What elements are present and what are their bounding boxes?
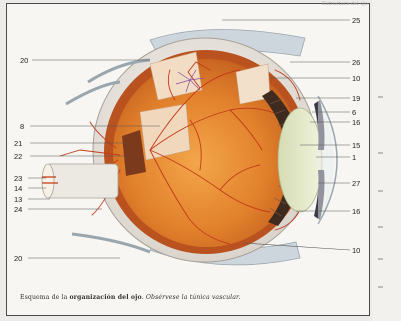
label-8: 8 — [20, 122, 24, 131]
caption-note: Obsérvese la túnica vascular. — [146, 294, 241, 301]
label-14: 14 — [14, 184, 22, 193]
lens — [278, 108, 322, 212]
label-26: 26 — [352, 58, 360, 67]
label-10-bottom: 10 — [352, 246, 360, 255]
label-16-top: 16 — [352, 118, 360, 127]
optic-nerve-cut-end — [42, 164, 54, 198]
label-10-top: 10 — [352, 74, 360, 83]
cutaway-flap — [140, 104, 190, 160]
label-23: 23 — [14, 174, 22, 183]
label-19: 19 — [352, 94, 360, 103]
optic-nerve — [46, 164, 118, 198]
label-22: 22 — [14, 152, 22, 161]
figure-caption: Esquema de la organización del ojo. Obsé… — [20, 294, 240, 301]
label-15: 15 — [352, 141, 360, 150]
label-6: 6 — [352, 108, 356, 117]
label-20-bottom: 20 — [14, 254, 22, 263]
label-24: 24 — [14, 205, 22, 214]
label-25: 25 — [352, 16, 360, 25]
label-1: 1 — [352, 153, 356, 162]
label-27: 27 — [352, 179, 360, 188]
label-16-bottom: 16 — [352, 207, 360, 216]
caption-bold-term: organización del ojo — [69, 294, 141, 301]
label-20-top: 20 — [20, 56, 28, 65]
label-13: 13 — [14, 195, 22, 204]
label-21: 21 — [14, 139, 22, 148]
caption-text: Esquema de la — [20, 294, 69, 301]
anterior-chamber — [318, 96, 334, 224]
